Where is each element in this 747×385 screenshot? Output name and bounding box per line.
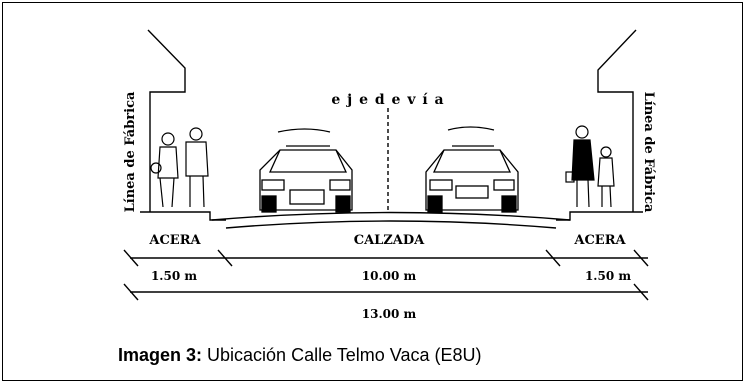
pedestrians-right: [565, 125, 615, 208]
right-line-label: Línea de Fábrica: [641, 92, 656, 213]
caption-label: Imagen 3:: [118, 345, 203, 365]
car-right: [425, 126, 519, 213]
dimension-total: 13.00 m: [362, 307, 417, 321]
dimension-lines: [123, 249, 649, 301]
left-building-outline: [147, 29, 186, 212]
sidewalk-right-label: ACERA: [573, 233, 626, 248]
figure-caption: Imagen 3: Ubicación Calle Telmo Vaca (E8…: [118, 345, 481, 366]
dimension-center: 10.00 m: [362, 269, 417, 283]
right-sidewalk: [556, 211, 643, 221]
car-left: [259, 128, 353, 213]
dimension-left: 1.50 m: [151, 269, 197, 283]
caption-text: Ubicación Calle Telmo Vaca (E8U): [202, 345, 482, 365]
right-building-outline: [597, 29, 637, 212]
roadway-label: CALZADA: [354, 233, 425, 248]
roadway-surface: [211, 211, 571, 221]
left-sidewalk: [140, 211, 226, 221]
left-line-label: Línea de Fábrica: [123, 91, 138, 212]
pedestrians-left: [150, 127, 209, 208]
figure-frame: [2, 2, 743, 381]
sidewalk-left-label: ACERA: [148, 233, 201, 248]
axis-label: e j e d e v í a: [331, 92, 444, 108]
roadway-base: [225, 220, 557, 229]
dimension-right: 1.50 m: [585, 269, 631, 283]
